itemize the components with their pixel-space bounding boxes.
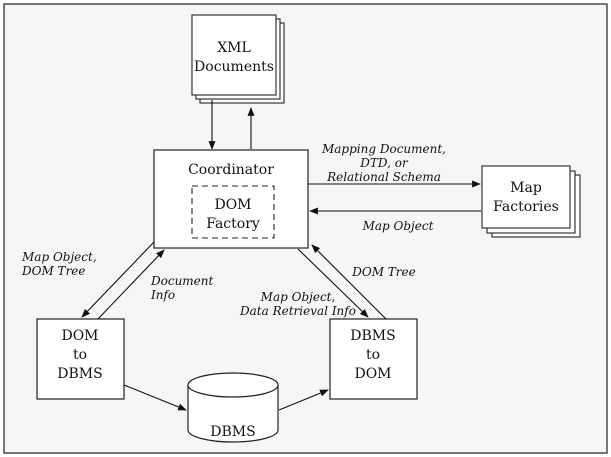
coordinator-label: Coordinator (188, 162, 274, 178)
arrow-dom-to-dbms-to-database (123, 384, 187, 411)
xml-documents-label-line1: XML (217, 40, 251, 56)
label-map-object-dom-tree-line1: Map Object, (21, 250, 97, 264)
dom-to-dbms-node: DOM to DBMS (36, 318, 125, 400)
label-document-info-line1: Document (150, 274, 214, 288)
label-map-object-data-retrieval-line1: Map Object, (260, 290, 336, 304)
arrow-coordinator-to-dom-to-dbms (81, 241, 155, 318)
map-factories-node: Map Factories (481, 165, 581, 238)
dbms-to-dom-label-line3: DOM (354, 366, 391, 382)
dbms-database-node: DBMS (187, 372, 279, 443)
dbms-to-dom-label-line2: to (366, 347, 380, 363)
dom-factory-label-line2: Factory (206, 216, 260, 232)
xml-documents-label-line2: Documents (194, 59, 274, 75)
label-map-object-data-retrieval-line2: Data Retrieval Info (239, 304, 356, 318)
dom-to-dbms-label-line2: to (73, 347, 87, 363)
label-map-object-right: Map Object (362, 219, 434, 233)
label-mapping-document-line3: Relational Schema (326, 170, 441, 184)
arrow-dom-to-dbms-to-coordinator (97, 249, 165, 320)
dbms-label: DBMS (210, 424, 255, 440)
arrow-dbms-to-dom-to-coordinator (311, 244, 387, 320)
dom-to-dbms-label-line1: DOM (61, 328, 98, 344)
label-dom-tree: DOM Tree (351, 265, 416, 279)
dbms-to-dom-label-line1: DBMS (350, 328, 395, 344)
label-map-object-dom-tree-line2: DOM Tree (21, 264, 86, 278)
map-factories-label-line2: Factories (493, 199, 559, 215)
dom-to-dbms-label-line3: DBMS (57, 366, 102, 382)
label-document-info-line2: Info (150, 288, 175, 302)
dom-factory-box (191, 185, 275, 239)
label-mapping-document-line2: DTD, or (359, 156, 409, 170)
label-mapping-document-line1: Mapping Document, (321, 142, 446, 156)
arrow-database-to-dbms-to-dom (278, 389, 329, 411)
coordinator-node: Coordinator DOM Factory (153, 149, 309, 249)
dbms-to-dom-node: DBMS to DOM (329, 318, 418, 400)
dom-factory-label-line1: DOM (214, 197, 251, 213)
arrow-coordinator-to-dbms-to-dom (297, 248, 369, 318)
map-factories-label-line1: Map (510, 180, 542, 196)
xml-documents-node: XML Documents (191, 14, 285, 104)
